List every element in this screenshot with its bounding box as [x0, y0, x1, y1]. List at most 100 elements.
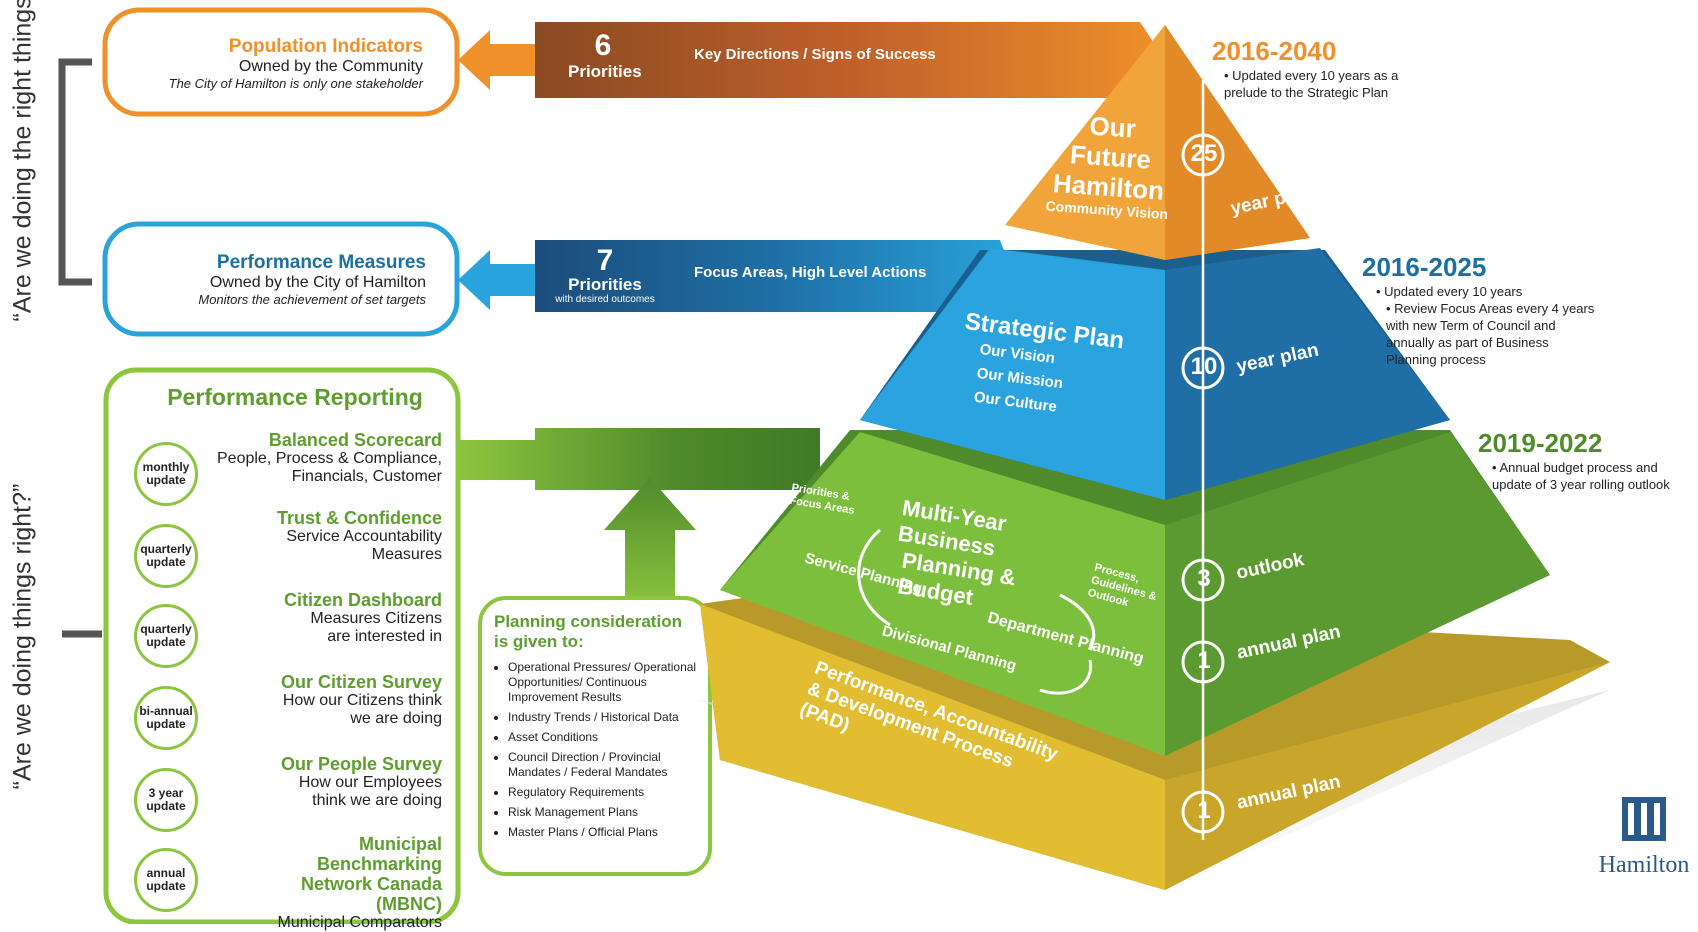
orange-double-arrow — [458, 30, 545, 90]
population-title: Population Indicators — [228, 36, 423, 57]
consideration-box-outline — [478, 596, 712, 876]
reporting-item: Balanced Scorecard People, Process & Com… — [142, 430, 442, 486]
measures-note: Monitors the achievement of set targets — [198, 292, 426, 307]
timeline-2019-2022: 2019-2022 • Annual budget process and up… — [1478, 428, 1692, 493]
consideration-item: Operational Pressures/ Operational Oppor… — [508, 660, 700, 705]
pad-layer-side — [1165, 662, 1610, 890]
orange-band — [535, 22, 1165, 98]
consideration-item: Asset Conditions — [508, 730, 700, 745]
business-layer-front — [720, 432, 1165, 756]
bracket-right-things — [58, 58, 92, 286]
business-num-annual: 1 — [1197, 647, 1211, 674]
reporting-item-name: Municipal Benchmarking Network Canada (M… — [300, 834, 442, 914]
cycle-arrow-bottom — [1039, 659, 1093, 695]
top-num: 25 — [1190, 140, 1218, 167]
orange-caption: Key Directions / Signs of Success — [694, 46, 936, 63]
blue-priorities-number: 7 — [596, 244, 614, 277]
badge-bi-annual: bi-annual update — [134, 686, 198, 750]
strategic-num: 10 — [1190, 353, 1218, 380]
population-box-outline — [102, 7, 460, 117]
cycle-arrow-left — [857, 528, 891, 627]
timeline-note: • Annual budget process and update of 3 … — [1492, 460, 1670, 492]
consideration-item: Risk Management Plans — [508, 805, 700, 820]
measures-box: Performance Measures Owned by the City o… — [120, 252, 426, 307]
timeline-note: • Updated every 10 years as a prelude to… — [1224, 68, 1399, 100]
strategic-layer-side — [1165, 248, 1450, 500]
hamilton-logo-text: Hamilton — [1598, 852, 1690, 878]
pad-num: 1 — [1197, 797, 1211, 824]
measures-owner: Owned by the City of Hamilton — [209, 274, 426, 291]
blue-caption: Focus Areas, High Level Actions — [694, 264, 927, 281]
reporting-item: Municipal Benchmarking Network Canada (M… — [142, 834, 442, 932]
population-note: The City of Hamilton is only one stakeho… — [168, 76, 423, 91]
population-box: Population Indicators Owned by the Commu… — [120, 36, 423, 91]
timeline-2016-2040: 2016-2040 • Updated every 10 years as a … — [1212, 36, 1432, 101]
reporting-item-desc: How our Employees think we are doing — [298, 774, 442, 809]
circle-3 — [1181, 558, 1225, 602]
consideration-item: Master Plans / Official Plans — [508, 825, 700, 840]
green-up-arrow — [604, 478, 696, 610]
consideration-box: Planning consideration is given to: Oper… — [494, 612, 700, 845]
badge-quarterly-2: quarterly update — [134, 604, 198, 668]
reporting-title: Performance Reporting — [167, 384, 423, 410]
consideration-item: Industry Trends / Historical Data — [508, 710, 700, 725]
reporting-item-name: Trust & Confidence — [276, 508, 442, 528]
question-things-right: “Are we doing things right?” — [8, 483, 37, 790]
reporting-item-name: Our People Survey — [280, 754, 442, 774]
question-right-things: “Are we doing the right things?” — [8, 0, 37, 322]
circle-25 — [1181, 133, 1225, 177]
reporting-item-desc: Service Accountability Measures — [286, 528, 442, 563]
measures-box-outline — [102, 221, 460, 337]
blue-double-arrow — [458, 250, 545, 310]
orange-priorities-label: Priorities — [568, 62, 642, 81]
badge-3-year: 3 year update — [134, 768, 198, 832]
blue-priorities: 7 Priorities with desired outcomes — [550, 244, 660, 306]
consideration-title: Planning consideration is given to: — [494, 612, 682, 651]
top-layer-side — [1165, 25, 1310, 260]
green-right-arrow — [458, 428, 820, 490]
timeline-2016-2025: 2016-2025 • Updated every 10 years • Rev… — [1362, 252, 1602, 368]
reporting-item-desc: Measures Citizens are interested in — [310, 610, 442, 645]
reporting-item-name: Citizen Dashboard — [283, 590, 442, 610]
reporting-item: Our People Survey How our Employees thin… — [142, 754, 442, 810]
reporting-item: Our Citizen Survey How our Citizens thin… — [142, 672, 442, 728]
consideration-item: Regulatory Requirements — [508, 785, 700, 800]
timeline-note: • Updated every 10 years — [1376, 284, 1523, 299]
badge-quarterly-1: quarterly update — [134, 524, 198, 588]
reporting-item-desc: Municipal Comparators — [277, 914, 442, 931]
population-owner: Owned by the Community — [238, 58, 423, 75]
timeline-years: 2016-2025 — [1362, 252, 1487, 282]
reporting-item-name: Our Citizen Survey — [280, 672, 442, 692]
timeline-years: 2016-2040 — [1212, 36, 1337, 66]
circle-10 — [1181, 346, 1225, 390]
circle-1-pad — [1181, 790, 1225, 834]
badge-monthly: monthly update — [134, 442, 198, 506]
consideration-list: Operational Pressures/ Operational Oppor… — [494, 660, 700, 840]
reporting-list: monthly update Balanced Scorecard People… — [120, 420, 442, 931]
timeline-years: 2019-2022 — [1478, 428, 1603, 458]
reporting-item-name: Balanced Scorecard — [268, 430, 442, 450]
orange-priorities: 6 Priorities — [568, 29, 642, 82]
circle-1-annual — [1181, 640, 1225, 684]
reporting-item-desc: How our Citizens think we are doing — [282, 692, 442, 727]
pad-layer-front — [700, 604, 1165, 890]
reporting-item: Citizen Dashboard Measures Citizens are … — [142, 590, 442, 646]
blue-priorities-label: Priorities — [568, 275, 642, 294]
blue-band — [535, 240, 1015, 312]
strategic-text: Strategic Plan Our Vision Our Mission Ou… — [955, 308, 1136, 428]
business-layer-side — [1165, 432, 1550, 756]
reporting-item: Trust & Confidence Service Accountabilit… — [142, 508, 442, 564]
timeline-note: • Review Focus Areas every 4 years with … — [1386, 301, 1595, 367]
blue-priorities-sublabel: with desired outcomes — [555, 294, 655, 305]
measures-title: Performance Measures — [216, 252, 426, 273]
consideration-item: Council Direction / Provincial Mandates … — [508, 750, 700, 780]
cycle-arrow-right — [1059, 593, 1096, 651]
badge-annual: annual update — [134, 848, 198, 912]
orange-priorities-number: 6 — [594, 29, 612, 62]
top-layer-text: Our Future Hamilton Community Vision — [1031, 107, 1188, 223]
strategic-layer-front — [860, 248, 1165, 500]
business-num-outlook: 3 — [1197, 565, 1211, 592]
reporting-item-desc: People, Process & Compliance, Financials… — [217, 450, 442, 485]
